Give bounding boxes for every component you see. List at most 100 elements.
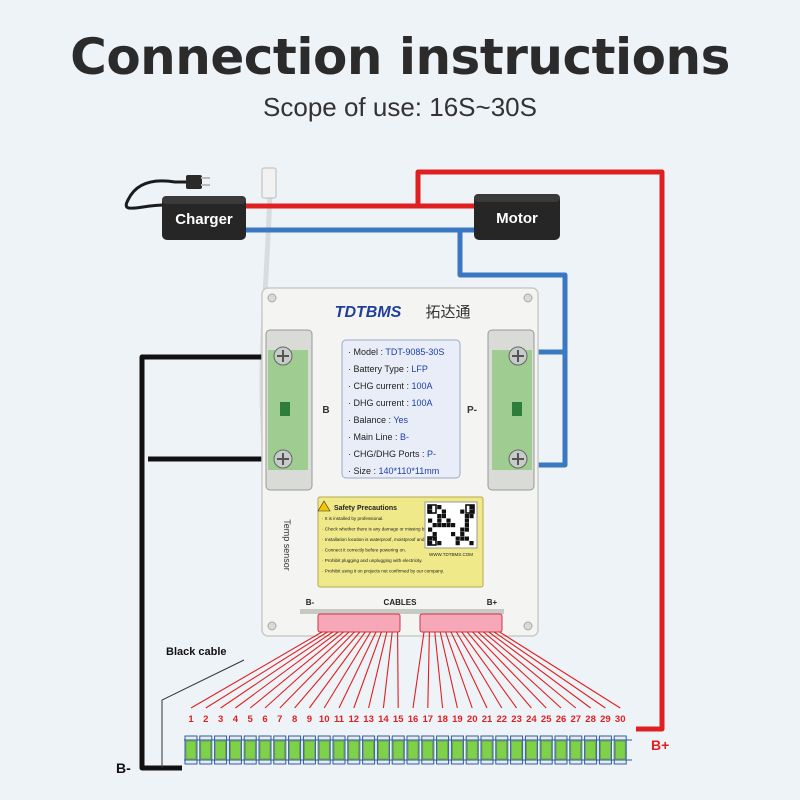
spec-label: · Main Line : <box>348 432 400 442</box>
warning-icon <box>317 500 331 512</box>
battery-cell <box>465 735 479 765</box>
spec-label: · Battery Type : <box>348 364 411 374</box>
cables-left-label: B- <box>306 598 315 607</box>
balance-wire <box>308 631 366 709</box>
cables-label: CABLES <box>384 598 418 607</box>
spec-value: Yes <box>393 415 408 425</box>
left-port-label: B <box>322 405 329 416</box>
cell-number: 16 <box>408 714 419 725</box>
spec-panel <box>341 339 461 479</box>
brand-cn: 拓达通 <box>425 304 470 321</box>
cell-number: 24 <box>526 714 537 725</box>
battery-cell <box>199 735 213 765</box>
cell-number: 9 <box>307 714 312 725</box>
charger-label: Charger <box>175 211 233 228</box>
cell-number: 19 <box>452 714 463 725</box>
balance-wire <box>249 631 344 709</box>
cell-number: 21 <box>482 714 493 725</box>
spec-row: · Size : 140*110*11mm <box>348 466 439 476</box>
spec-value: 100A <box>412 381 433 391</box>
battery-cell <box>347 735 361 765</box>
spec-value: 100A <box>412 398 433 408</box>
b-plus-label: B+ <box>651 737 669 753</box>
safety-title: Safety Precautions <box>334 505 397 512</box>
spec-label: · CHG/DHG Ports : <box>348 449 427 459</box>
cell-number: 15 <box>393 714 404 725</box>
cell-number: 18 <box>437 714 448 725</box>
balance-wire <box>397 631 399 709</box>
spec-rows: · Model : TDT-9085-30S · Battery Type : L… <box>348 347 444 476</box>
cell-number: 17 <box>423 714 434 725</box>
cell-number: 1 <box>188 714 194 725</box>
right-port-label: P- <box>467 405 477 416</box>
battery-cell <box>288 735 302 765</box>
battery-cell <box>362 735 376 765</box>
balance-wire <box>190 631 323 709</box>
spec-label: · Size : <box>348 466 379 476</box>
spec-value: LFP <box>411 364 428 374</box>
battery-cell <box>554 735 568 765</box>
spec-row: · CHG current : 100A <box>348 381 433 391</box>
balance-wire <box>477 631 562 709</box>
spec-value: TDT-9085-30S <box>385 347 444 357</box>
bms-board: TDTBMS 拓达通 B P- · Model : TDT-9085-30S· … <box>261 287 539 637</box>
safety-item: · Check whether there is any damage or m… <box>322 527 459 532</box>
spec-row: · Main Line : B- <box>348 432 409 442</box>
balance-wire <box>483 631 577 709</box>
balance-wire <box>220 631 334 709</box>
spec-label: · CHG current : <box>348 381 412 391</box>
balance-wire <box>338 631 377 709</box>
motor-label: Motor <box>496 210 538 227</box>
spec-label: · DHG current : <box>348 398 412 408</box>
temp-sensor-label: Temp sensor <box>282 519 292 571</box>
cell-number: 6 <box>262 714 267 725</box>
battery-cell <box>376 735 390 765</box>
battery-cell <box>613 735 627 765</box>
cables-right-label: B+ <box>487 598 498 607</box>
cell-number: 30 <box>615 714 626 725</box>
safety-item: · It is installed by professional. <box>322 516 384 521</box>
balance-wire <box>450 631 488 709</box>
battery-cell <box>524 735 538 765</box>
balance-wire <box>455 631 503 709</box>
cell-number: 20 <box>467 714 478 725</box>
balance-wire <box>412 631 425 709</box>
page-title: Connection instructions <box>70 28 730 86</box>
cell-number: 10 <box>319 714 330 725</box>
battery-cells <box>184 735 632 765</box>
safety-item: · Connect it correctly before powering o… <box>322 548 406 553</box>
safety-item: · Installation location is waterproof, m… <box>322 537 459 542</box>
balance-wire <box>427 631 430 709</box>
cell-number: 8 <box>292 714 297 725</box>
spec-label: · Model : <box>348 347 385 357</box>
balance-wire <box>353 631 382 709</box>
charger: Charger <box>162 196 246 240</box>
balance-wire <box>434 631 444 709</box>
balance-wire <box>461 631 518 709</box>
cell-number: 29 <box>600 714 611 725</box>
balance-wire <box>279 631 355 709</box>
brand-logo: TDTBMS <box>335 304 402 321</box>
page-subtitle: Scope of use: 16S~30S <box>263 92 537 122</box>
cell-number: 7 <box>277 714 282 725</box>
black-cable-label: Black cable <box>166 646 227 658</box>
balance-connector-right <box>419 613 503 633</box>
sensor-plug-icon <box>261 167 277 199</box>
cell-number: 2 <box>203 714 208 725</box>
left-terminal-block <box>265 329 313 491</box>
cell-number: 5 <box>248 714 254 725</box>
battery-cell <box>421 735 435 765</box>
balance-wire <box>499 631 621 709</box>
battery-cell <box>495 735 509 765</box>
charger-cord <box>124 175 210 210</box>
balance-wire <box>472 631 547 709</box>
balance-connector-left <box>317 613 401 633</box>
cell-number: 12 <box>349 714 360 725</box>
cell-number: 3 <box>218 714 223 725</box>
balance-wire <box>235 631 339 709</box>
balance-wire <box>368 631 388 709</box>
spec-row: · CHG/DHG Ports : P- <box>348 449 436 459</box>
battery-cell <box>539 735 553 765</box>
plug-icon <box>186 175 202 189</box>
cell-number: 13 <box>363 714 374 725</box>
